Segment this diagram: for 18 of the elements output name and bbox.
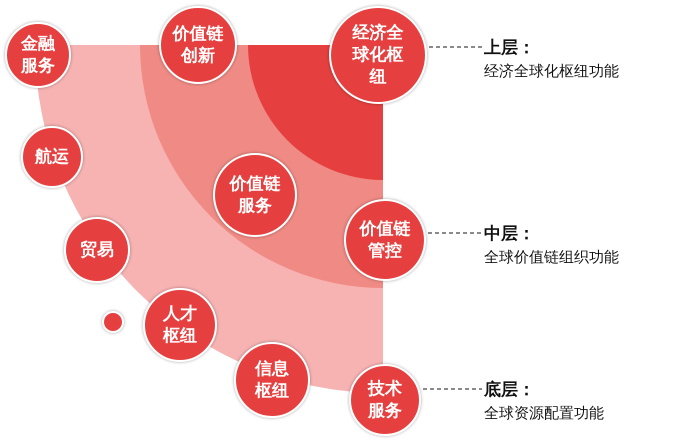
layer-heading: 中层： [484, 223, 536, 245]
topic-circle: 人才枢纽 [143, 288, 217, 362]
topic-circle: 贸易 [64, 217, 130, 283]
topic-circle: 经济全球化枢纽 [329, 6, 427, 104]
topic-circle: 金融服务 [5, 22, 71, 88]
layer-heading: 底层： [484, 379, 536, 401]
layer-heading: 上层： [484, 37, 536, 59]
topic-circle: 技术服务 [349, 364, 421, 436]
layer-description: 全球价值链组织功能 [484, 248, 619, 267]
topic-circle: 价值链创新 [159, 6, 237, 84]
topic-circle: 航运 [21, 126, 83, 188]
dot-marker [102, 311, 124, 333]
leader-line [429, 46, 482, 48]
layer-description: 经济全球化枢纽功能 [484, 62, 619, 81]
leader-line [428, 232, 482, 234]
layer-description: 全球资源配置功能 [484, 404, 604, 423]
leader-line [423, 388, 482, 390]
topic-circle: 信息枢纽 [234, 342, 310, 418]
